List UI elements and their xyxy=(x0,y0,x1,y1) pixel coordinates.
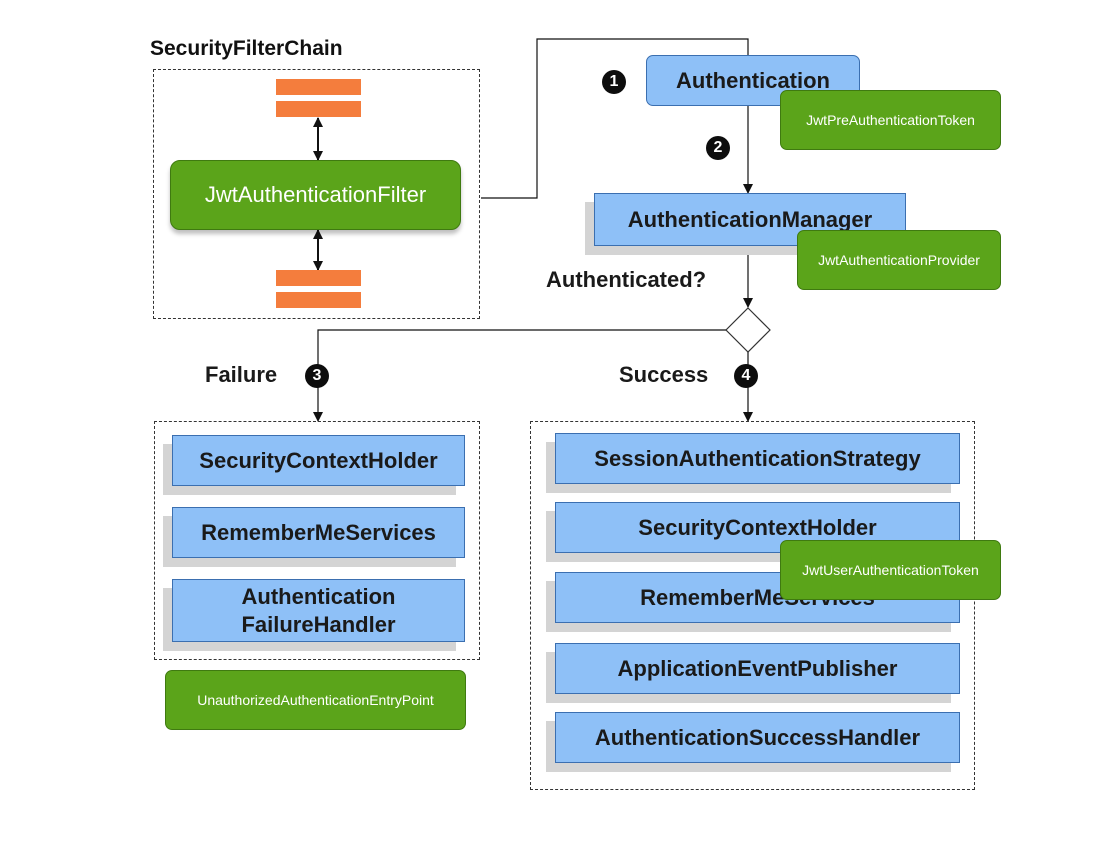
jwt-user-authentication-token[interactable]: JwtUserAuthenticationToken xyxy=(780,540,1001,600)
session-authentication-strategy[interactable]: SessionAuthenticationStrategy xyxy=(555,433,960,484)
filter-to-auth-line xyxy=(481,38,749,199)
step-2-badge: 2 xyxy=(706,136,730,160)
filter-bar xyxy=(276,270,361,286)
filter-bar xyxy=(276,79,361,95)
filter-bar xyxy=(276,101,361,117)
step-3-badge: 3 xyxy=(305,364,329,388)
filter-bar xyxy=(276,292,361,308)
step-4-badge: 4 xyxy=(734,364,758,388)
decision-diamond xyxy=(725,307,771,353)
failure-label: Failure xyxy=(205,362,278,387)
unauthorized-authentication-entry-point[interactable]: UnauthorizedAuthenticationEntryPoint xyxy=(165,670,466,730)
failure-remember-me-services[interactable]: RememberMeServices xyxy=(172,507,465,558)
application-event-publisher[interactable]: ApplicationEventPublisher xyxy=(555,643,960,694)
decision-label: Authenticated? xyxy=(546,267,707,292)
jwt-pre-authentication-token[interactable]: JwtPreAuthenticationToken xyxy=(780,90,1001,150)
failure-container xyxy=(154,421,480,660)
failure-branch-line xyxy=(313,329,726,422)
success-container xyxy=(530,421,975,790)
chain-title: SecurityFilterChain xyxy=(150,37,343,60)
step-1-badge: 1 xyxy=(602,70,626,94)
authentication-failure-handler[interactable]: Authentication FailureHandler xyxy=(172,579,465,642)
filter-chain-container xyxy=(153,69,480,319)
authentication-success-handler[interactable]: AuthenticationSuccessHandler xyxy=(555,712,960,763)
jwt-authentication-provider[interactable]: JwtAuthenticationProvider xyxy=(797,230,1001,290)
failure-security-context-holder[interactable]: SecurityContextHolder xyxy=(172,435,465,486)
jwt-authentication-filter[interactable]: JwtAuthenticationFilter xyxy=(170,160,461,230)
success-label: Success xyxy=(619,362,709,387)
